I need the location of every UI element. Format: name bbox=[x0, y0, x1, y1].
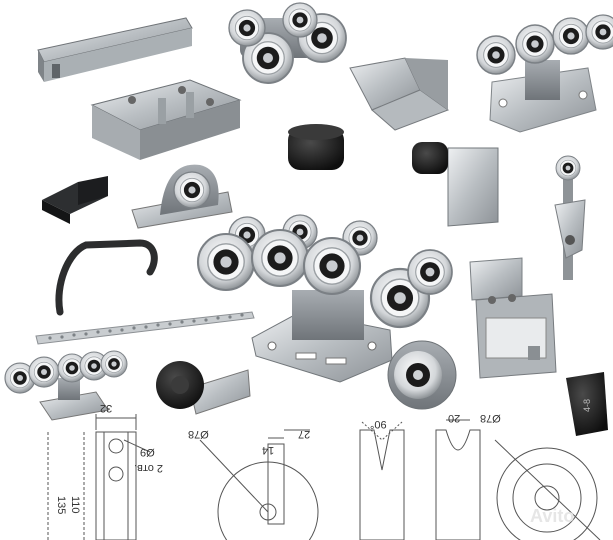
avito-watermark: Avito bbox=[530, 506, 575, 526]
end-cap bbox=[566, 372, 608, 436]
cap-marking: 4-8 bbox=[582, 398, 592, 412]
mounting-plate bbox=[90, 79, 242, 160]
v-groove-wheel bbox=[387, 340, 457, 410]
end-catcher bbox=[412, 142, 499, 227]
small-carriage bbox=[4, 350, 128, 421]
dimension-32: 32 bbox=[100, 402, 113, 414]
top-right-carriage bbox=[476, 14, 613, 133]
perforated-strip bbox=[35, 311, 255, 345]
bent-handle bbox=[55, 239, 158, 316]
dimension-angle: 90° bbox=[370, 418, 387, 430]
technical-drawings bbox=[47, 414, 601, 540]
black-lower-roller bbox=[156, 361, 251, 415]
main-carriage bbox=[196, 214, 453, 383]
dimension-20: 20 bbox=[448, 412, 461, 424]
guide-rail bbox=[37, 17, 193, 82]
angle-bracket bbox=[349, 57, 450, 131]
dimension-27: 27 bbox=[298, 428, 311, 440]
l-bracket-black bbox=[42, 176, 108, 224]
dimension-110: 110 bbox=[69, 496, 81, 514]
dimension-right-wheel-diameter: Ø78 bbox=[480, 412, 501, 424]
dimension-hole-count: 2 отв. bbox=[134, 462, 163, 474]
upper-guide-roller bbox=[554, 155, 586, 280]
dimension-135: 135 bbox=[55, 496, 67, 515]
dimension-14: 14 bbox=[262, 444, 275, 456]
box-bracket bbox=[469, 257, 557, 379]
top-roller-pair bbox=[228, 2, 347, 84]
support-roller bbox=[131, 164, 233, 229]
dimension-hole-diameter: Ø9 bbox=[140, 446, 155, 458]
rubber-stopper bbox=[288, 124, 344, 170]
dimension-left-wheel-diameter: Ø78 bbox=[188, 428, 209, 440]
